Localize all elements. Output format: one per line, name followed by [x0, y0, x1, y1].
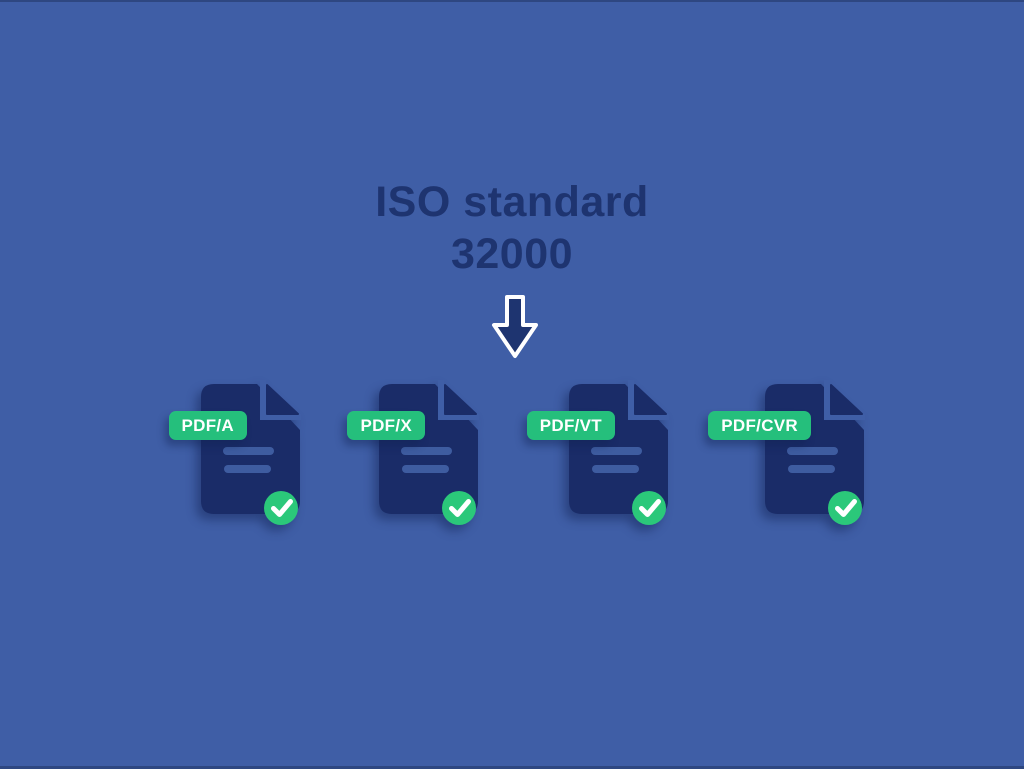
page-title: ISO standard 32000 — [0, 176, 1024, 280]
bottom-edge-line — [0, 766, 1024, 769]
title-line-2: 32000 — [450, 230, 574, 278]
format-badge: PDF/X — [347, 411, 425, 440]
document-icon — [569, 380, 669, 525]
title-line-1: ISO standard — [375, 178, 649, 226]
text-line — [401, 447, 452, 455]
document-icon — [765, 380, 865, 525]
down-arrow-icon — [492, 295, 538, 359]
checkmark-icon — [828, 491, 862, 525]
checkmark-icon — [442, 491, 476, 525]
text-line — [592, 465, 639, 473]
text-line — [402, 465, 449, 473]
top-edge-line — [0, 0, 1024, 2]
text-line — [591, 447, 642, 455]
text-line — [788, 465, 835, 473]
checkmark-icon — [632, 491, 666, 525]
document-item-pdf-vt: PDF/VT — [526, 380, 669, 525]
text-line — [224, 465, 271, 473]
document-icon — [201, 380, 301, 525]
format-badge: PDF/CVR — [708, 411, 811, 440]
text-line — [223, 447, 274, 455]
format-badge: PDF/A — [168, 411, 247, 440]
document-item-pdf-cvr: PDF/CVR — [708, 380, 865, 525]
format-badge: PDF/VT — [526, 411, 615, 440]
document-item-pdf-x: PDF/X — [347, 380, 479, 525]
document-icon — [379, 380, 479, 525]
checkmark-icon — [264, 491, 298, 525]
text-line — [787, 447, 838, 455]
document-item-pdf-a: PDF/A — [168, 380, 301, 525]
